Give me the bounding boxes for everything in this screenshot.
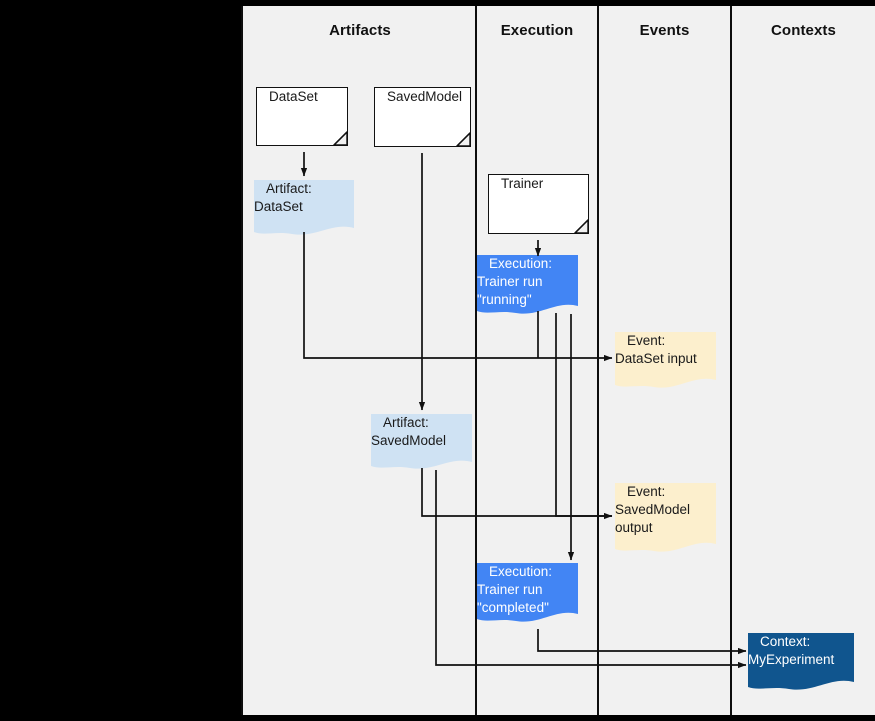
artifact-shape — [254, 180, 354, 235]
artifact-shape — [371, 414, 472, 469]
node-context-myexperiment-label: Context: MyExperiment — [748, 634, 835, 667]
node-context-myexperiment[interactable]: Context: MyExperiment — [748, 633, 854, 693]
node-dataset-type-label: DataSet — [269, 89, 318, 104]
node-event-dataset-input[interactable]: Event: DataSet input — [615, 332, 716, 391]
folded-corner-icon — [574, 219, 589, 234]
node-execution-running[interactable]: Execution: Trainer run "running" — [477, 255, 578, 317]
node-artifact-dataset-label: Artifact: DataSet — [254, 181, 312, 214]
edge-artifact-savedmodel-to-event-output — [421, 468, 613, 520]
node-execution-completed-label: Execution: Trainer run "completed" — [477, 564, 553, 615]
event-shape — [615, 332, 716, 388]
node-trainer-type[interactable]: Trainer — [488, 174, 589, 234]
node-artifact-savedmodel-label: Artifact: SavedModel — [371, 415, 447, 448]
edge-execution-running-to-event-output — [555, 313, 612, 517]
node-artifact-dataset[interactable]: Artifact: DataSet — [254, 180, 354, 238]
lane-header-events: Events — [639, 22, 690, 39]
node-savedmodel-type-label: SavedModel — [387, 89, 463, 104]
context-shape — [748, 633, 854, 690]
diagram-canvas: Artifacts Execution Events Contexts — [241, 6, 875, 715]
lane-divider-execution-events — [597, 6, 599, 715]
lane-divider-artifacts-execution — [475, 6, 477, 715]
lane-header-execution: Execution — [500, 22, 574, 39]
node-trainer-type-label: Trainer — [501, 176, 544, 191]
node-event-savedmodel-output[interactable]: Event: SavedModel output — [615, 483, 716, 555]
lane-header-artifacts: Artifacts — [329, 22, 391, 39]
edge-execution-completed-to-context — [537, 629, 747, 655]
node-artifact-savedmodel[interactable]: Artifact: SavedModel — [371, 414, 472, 472]
node-execution-completed[interactable]: Execution: Trainer run "completed" — [477, 563, 578, 625]
lane-header-contexts: Contexts — [771, 22, 836, 39]
node-dataset-type[interactable]: DataSet — [256, 87, 348, 146]
node-event-dataset-input-label: Event: DataSet input — [615, 333, 697, 366]
node-savedmodel-type[interactable]: SavedModel — [374, 87, 471, 147]
lane-divider-events-contexts — [730, 6, 732, 715]
folded-corner-icon — [333, 131, 348, 146]
folded-corner-icon — [456, 132, 471, 147]
